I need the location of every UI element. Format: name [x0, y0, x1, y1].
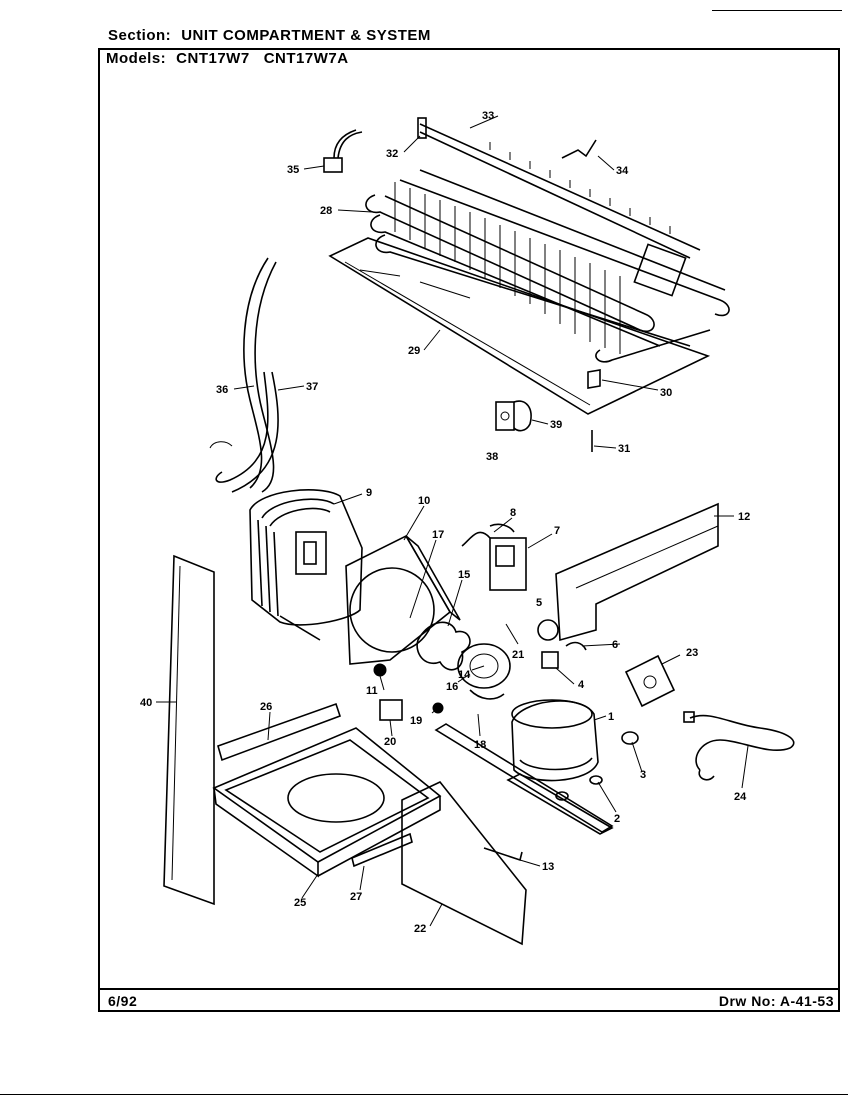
- rear-bracket-drawing: [555, 502, 719, 642]
- callout-13: 13: [542, 861, 554, 873]
- callout-30: 30: [660, 387, 672, 399]
- callout-29: 29: [408, 345, 420, 357]
- models-heading: Models: CNT17W7 CNT17W7A: [106, 50, 363, 67]
- callout-27: 27: [350, 891, 362, 903]
- callout-40: 40: [140, 697, 152, 709]
- callout-12: 12: [738, 511, 750, 523]
- models-label: Models:: [106, 50, 167, 67]
- callout-leaders: [156, 115, 749, 927]
- cold-control-drawing: [624, 654, 676, 708]
- callout-2: 2: [614, 813, 620, 825]
- callout-32: 32: [386, 148, 398, 160]
- callout-33: 33: [482, 110, 494, 122]
- defrost-thermostat-drawing: [323, 129, 363, 173]
- compressor-drawing: [511, 699, 599, 782]
- callout-36: 36: [216, 384, 228, 396]
- fan-shroud-drawing: [345, 534, 461, 665]
- drawing-number-value: A-41-53: [779, 993, 834, 1009]
- heater-lead-drawing: [561, 139, 597, 159]
- callout-20: 20: [384, 736, 396, 748]
- power-cord-drawing: [683, 711, 795, 781]
- base-rail-drawing: [434, 723, 614, 833]
- callout-31: 31: [618, 443, 630, 455]
- pan-bracket-rear-drawing: [217, 702, 342, 762]
- model-number: CNT17W7A: [263, 50, 349, 67]
- bottom-rule: [0, 1094, 848, 1095]
- capacitor-drawing: [379, 699, 403, 721]
- callout-9: 9: [366, 487, 372, 499]
- relay-overload-drawing: [537, 619, 587, 669]
- drain-pan-drawing: [212, 727, 442, 878]
- section-heading: Section: UNIT COMPARTMENT & SYSTEM: [108, 27, 431, 44]
- section-title: UNIT COMPARTMENT & SYSTEM: [181, 27, 431, 44]
- access-cover-drawing: [401, 781, 527, 946]
- callout-18: 18: [474, 739, 486, 751]
- bracket-clamp-drawing: [495, 400, 532, 432]
- footer-rule: [98, 988, 840, 990]
- callout-1: 1: [608, 711, 614, 723]
- callout-8: 8: [510, 507, 516, 519]
- callout-15: 15: [458, 569, 470, 581]
- callout-35: 35: [287, 164, 299, 176]
- evaporator-cover-drawing: [328, 237, 711, 415]
- drawing-frame: [98, 48, 840, 1012]
- fan-motor-drawing: [416, 621, 511, 700]
- callout-39: 39: [550, 419, 562, 431]
- callout-5: 5: [536, 597, 542, 609]
- callout-19: 19: [410, 715, 422, 727]
- callout-4: 4: [578, 679, 585, 691]
- model-number: CNT17W7: [176, 50, 250, 67]
- condenser-drawing: [249, 489, 363, 641]
- defrost-heater-drawing: [417, 117, 701, 259]
- callout-24: 24: [734, 791, 747, 803]
- evaporator-clip-drawing: [587, 369, 601, 389]
- callout-14: 14: [458, 669, 471, 681]
- callout-26: 26: [260, 701, 272, 713]
- base-rail-lower-drawing: [506, 773, 614, 835]
- callout-7: 7: [554, 525, 560, 537]
- callout-3: 3: [640, 769, 646, 781]
- top-right-rule: [712, 10, 842, 11]
- evaporator-drawing: [365, 169, 730, 363]
- side-panel-drawing: [163, 554, 215, 906]
- revision-date: 6/92: [108, 993, 138, 1009]
- callout-11: 11: [366, 685, 378, 697]
- callout-25: 25: [294, 897, 306, 909]
- callout-10: 10: [418, 495, 430, 507]
- clip-drawing: [483, 847, 523, 862]
- callout-21: 21: [512, 649, 524, 661]
- callout-6: 6: [612, 639, 618, 651]
- section-label: Section:: [108, 27, 172, 44]
- callout-38: 38: [486, 451, 498, 463]
- pan-bracket-front-drawing: [351, 832, 413, 868]
- callout-34: 34: [616, 165, 629, 177]
- callout-17: 17: [432, 529, 444, 541]
- callout-22: 22: [414, 923, 426, 935]
- callout-28: 28: [320, 205, 332, 217]
- callout-labels: 33 32 34 35 28 29 30 39 31 38 36 37 9 10…: [140, 110, 750, 935]
- callout-23: 23: [686, 647, 698, 659]
- grommets-drawing: [373, 663, 639, 801]
- drawing-number-label: Drw No:: [718, 993, 777, 1009]
- callout-37: 37: [306, 381, 318, 393]
- defrost-timer-drawing: [461, 523, 527, 591]
- callout-16: 16: [446, 681, 458, 693]
- drain-tube-drawing: [209, 257, 279, 493]
- drawing-number: Drw No: A-41-53: [719, 993, 834, 1009]
